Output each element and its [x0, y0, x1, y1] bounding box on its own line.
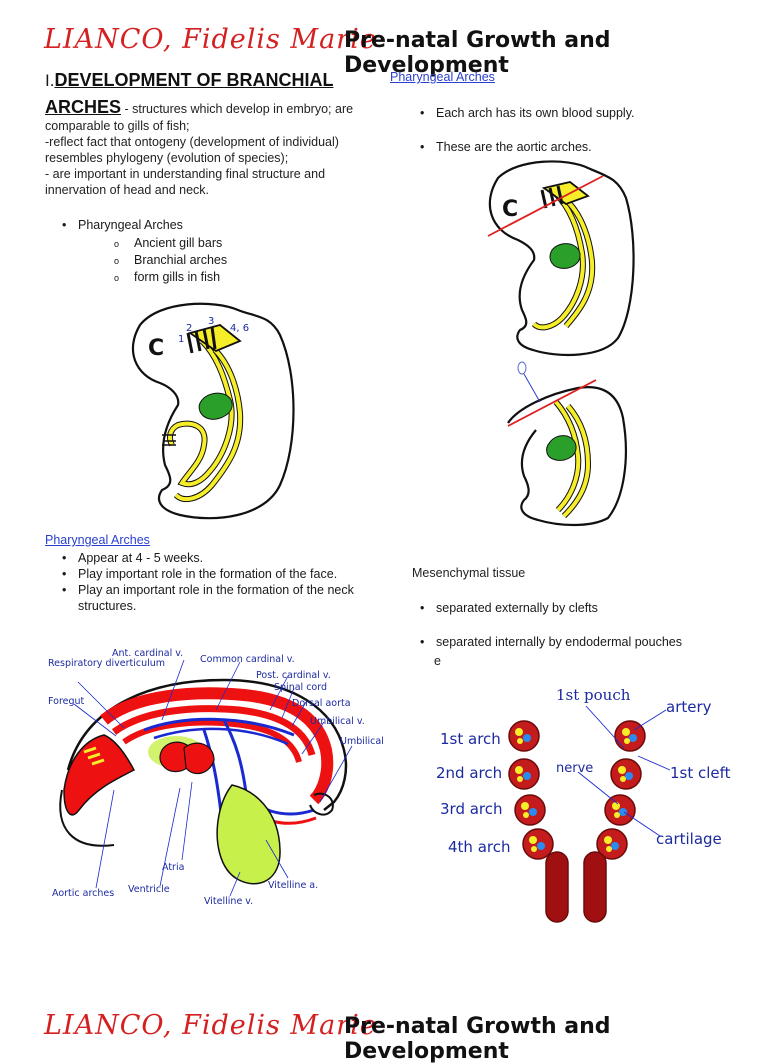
mesenchymal-title: Mesenchymal tissue: [412, 566, 526, 580]
section1-prefix: I.: [45, 71, 55, 90]
label-1st-arch: 1st arch: [440, 730, 501, 748]
section1: I.DEVELOPMENT OF BRANCHIAL ARCHES - stru…: [45, 70, 385, 198]
list-item: separated internally by endodermal pouch…: [410, 634, 730, 650]
arch-number-4-6: 4, 6: [230, 323, 249, 334]
label-umbilical-v: Umbilical v.: [310, 716, 365, 727]
label-dorsal-aorta: Dorsal aorta: [292, 698, 351, 709]
arch-number-2: 2: [186, 323, 192, 334]
pharyngeal-arches-link-2[interactable]: Pharyngeal Arches: [45, 533, 150, 547]
section1-heading-line1: DEVELOPMENT OF BRANCHIAL: [54, 70, 334, 90]
arch-number-1: 1: [178, 334, 184, 345]
footer-title: Pre-natal Growth and Development: [344, 1014, 611, 1064]
blood-supply-list: Each arch has its own blood supply. Thes…: [410, 105, 740, 155]
label-spinal-cord: Spinal cord: [274, 682, 327, 693]
list-item: Play an important role in the formation …: [52, 582, 382, 614]
pharyngeal-list: Pharyngeal Arches Ancient gill bars Bran…: [52, 217, 372, 287]
arch-column-right: [583, 720, 646, 923]
header-title: Pre-natal Growth and Development: [344, 28, 611, 78]
vessel-figure: Respiratory diverticulum Ant. cardinal v…: [48, 648, 384, 907]
label-3rd-arch: 3rd arch: [440, 800, 503, 818]
embryo-figure-1: C 1 2 3 4, 6: [131, 302, 295, 520]
list-item: Appear at 4 - 5 weeks.: [52, 550, 382, 566]
footer-author: LIANCO, Fidelis Marie: [44, 1010, 377, 1041]
section1-heading-line2: ARCHES: [45, 97, 122, 117]
list-item: Each arch has its own blood supply.: [410, 105, 740, 121]
label-1st-pouch: 1st pouch: [556, 686, 631, 704]
list-item: Branchial arches: [110, 252, 372, 270]
label-2nd-arch: 2nd arch: [436, 764, 502, 782]
list-item: separated externally by clefts: [410, 600, 730, 616]
list-item: Play important role in the formation of …: [52, 566, 382, 582]
label-ventricle: Ventricle: [128, 884, 170, 895]
embryo-upper: C: [487, 160, 635, 357]
section1-desc3: -reflect fact that ontogeny (development…: [45, 135, 339, 149]
header-author: LIANCO, Fidelis Marie: [44, 24, 377, 55]
label-umbilical: Umbilical: [340, 736, 384, 747]
label-atria: Atria: [162, 862, 184, 873]
section1-desc4: resembles phylogeny (evolution of specie…: [45, 151, 289, 165]
label-cartilage: cartilage: [656, 830, 722, 848]
label-vitelline-a: Vitelline a.: [268, 880, 318, 891]
letter-c: C: [502, 197, 518, 222]
label-1st-cleft: 1st cleft: [670, 764, 731, 782]
section1-desc5: - are important in understanding final s…: [45, 167, 326, 181]
embryo-figure-2: C: [487, 160, 635, 527]
embryo-lower: [507, 361, 627, 527]
label-ant-cardinal: Ant. cardinal v.: [112, 648, 183, 659]
section1-desc2: comparable to gills of fish;: [45, 119, 190, 133]
formation-list: Appear at 4 - 5 weeks. Play important ro…: [52, 550, 382, 614]
label-vitelline-v: Vitelline v.: [204, 896, 253, 907]
label-foregut: Foregut: [48, 696, 85, 707]
mesenchymal-trailing: e: [434, 654, 441, 668]
section1-desc6: innervation of head and neck.: [45, 183, 210, 197]
arch-figure: 1st pouch artery nerve 1st cleft cartila…: [436, 686, 731, 923]
label-post-cardinal: Post. cardinal v.: [256, 670, 331, 681]
list-item: These are the aortic arches.: [410, 139, 740, 155]
label-common-cardinal: Common cardinal v.: [200, 654, 295, 665]
label-aortic-arches: Aortic arches: [52, 888, 114, 899]
pharyngeal-arches-link[interactable]: Pharyngeal Arches: [390, 70, 495, 84]
label-4th-arch: 4th arch: [448, 838, 510, 856]
list-item: form gills in fish: [110, 269, 372, 287]
label-respiratory: Respiratory diverticulum: [48, 658, 165, 669]
list-item: Ancient gill bars: [110, 235, 372, 253]
arch-spots: [515, 728, 637, 852]
list-item: Pharyngeal Arches: [52, 217, 372, 233]
section1-desc1: - structures which develop in embryo; ar…: [121, 102, 354, 116]
label-nerve: nerve: [556, 761, 593, 776]
arch-number-3: 3: [208, 316, 214, 327]
label-artery: artery: [666, 698, 712, 716]
arch-column-left: [508, 720, 569, 923]
letter-c: C: [148, 336, 164, 361]
mesenchymal-list: separated externally by clefts separated…: [410, 600, 730, 650]
